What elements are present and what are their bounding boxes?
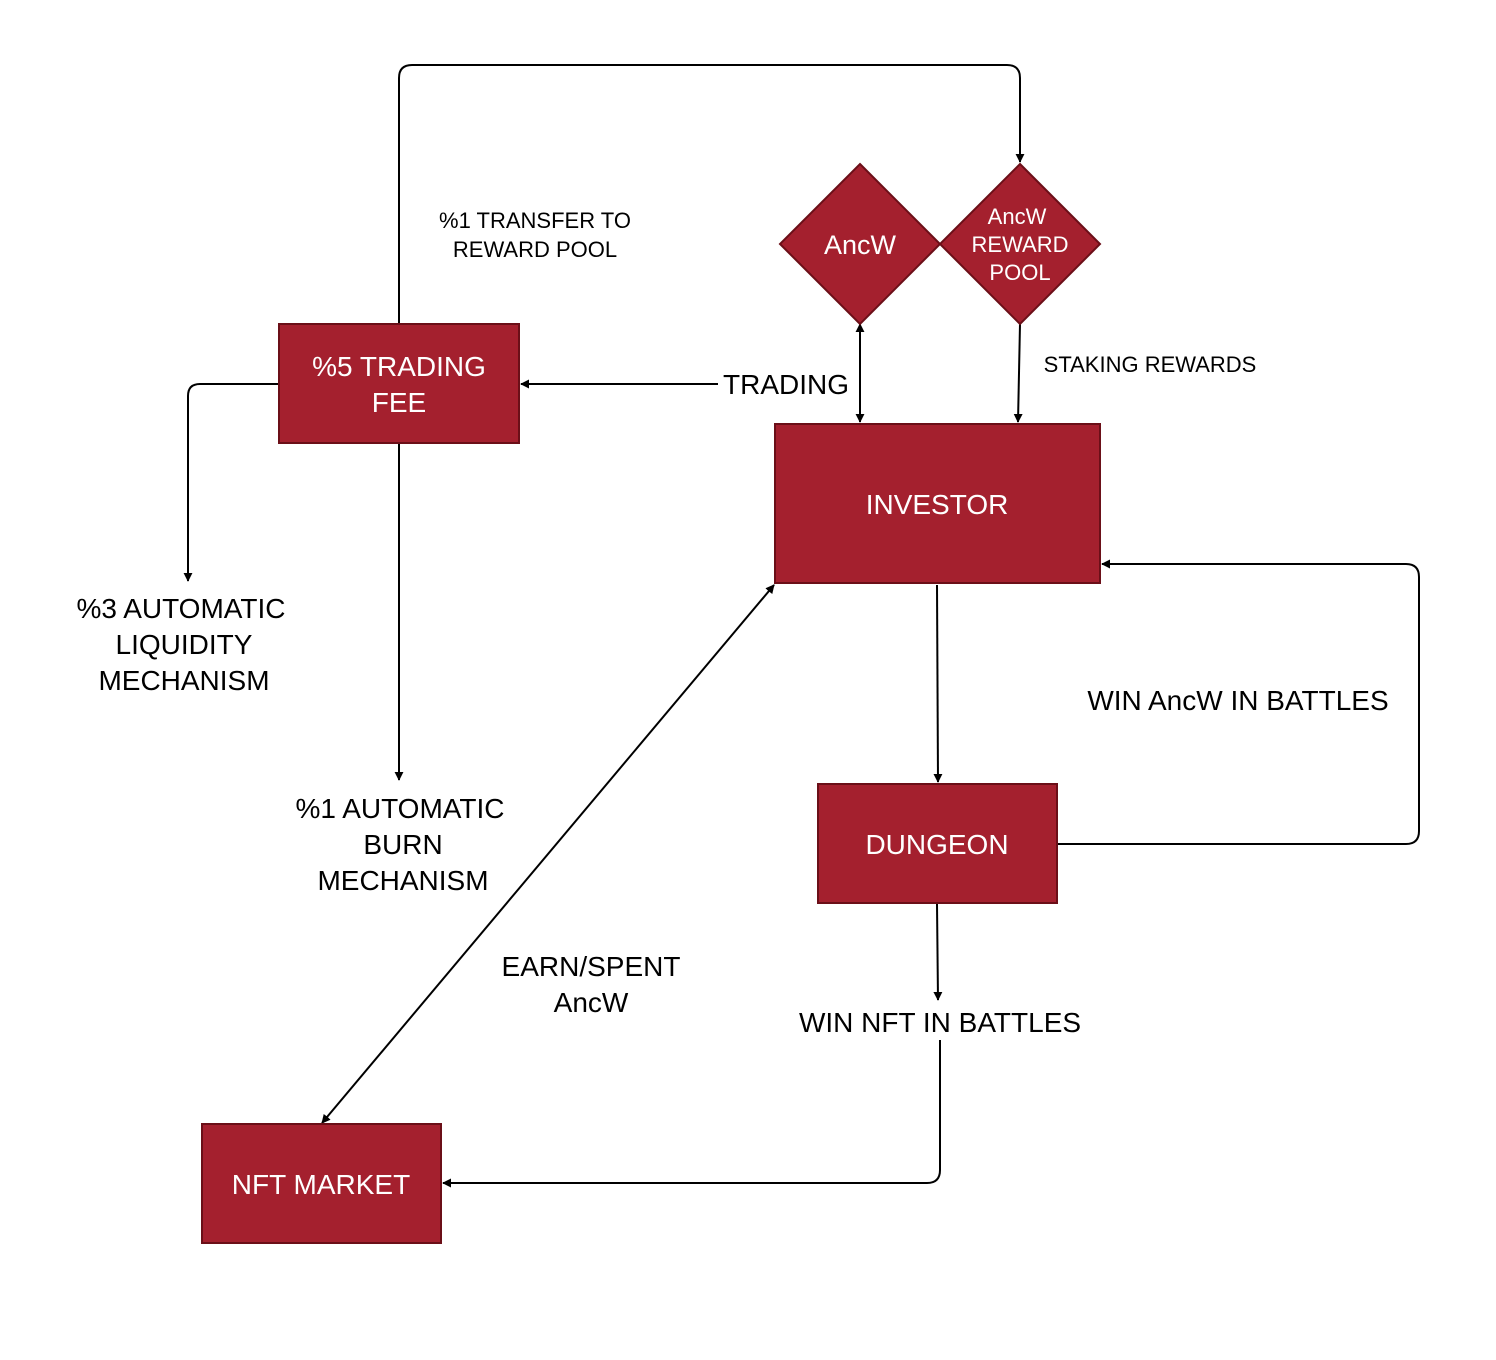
nft-market-label: NFT MARKET: [232, 1169, 410, 1200]
edge-dungeon-to-win-nft: [933, 903, 943, 1001]
trading-fee-label-line1: %5 TRADING: [312, 351, 486, 382]
edge-fee-to-reward-pool: [398, 64, 1025, 324]
node-reward-pool: AncW REWARD POOL: [938, 162, 1102, 326]
transfer-reward-line2: REWARD POOL: [453, 237, 617, 262]
transfer-reward-line1: %1 TRANSFER TO: [439, 208, 631, 233]
label-burn: %1 AUTOMATIC BURN MECHANISM: [295, 793, 504, 896]
liquidity-line2: LIQUIDITY: [116, 629, 253, 660]
trading-fee-label-line2: FEE: [372, 387, 426, 418]
trading-fee-box: [278, 323, 520, 444]
node-nft-market: NFT MARKET: [201, 1123, 442, 1244]
label-staking-rewards: STAKING REWARDS: [1044, 352, 1257, 377]
dungeon-box: [817, 783, 1058, 904]
reward-pool-label-line1: AncW: [988, 204, 1047, 229]
label-liquidity: %3 AUTOMATIC LIQUIDITY MECHANISM: [76, 593, 285, 696]
edge-win-nft-to-market: [442, 1040, 941, 1188]
label-transfer-reward: %1 TRANSFER TO REWARD POOL: [439, 208, 631, 262]
earn-spent-line1: EARN/SPENT: [502, 951, 681, 982]
investor-box: [774, 423, 1101, 584]
dungeon-label: DUNGEON: [865, 829, 1008, 860]
ancw-diamond: [778, 162, 942, 326]
earn-spent-line2: AncW: [554, 987, 629, 1018]
burn-line2: BURN: [363, 829, 442, 860]
label-win-ancw: WIN AncW IN BATTLES: [1087, 685, 1388, 716]
ancw-label: AncW: [824, 230, 897, 260]
reward-pool-diamond: [938, 162, 1102, 326]
nft-market-box: [201, 1123, 442, 1244]
liquidity-line1: %3 AUTOMATIC: [76, 593, 285, 624]
liquidity-line3: MECHANISM: [98, 665, 269, 696]
label-win-nft: WIN NFT IN BATTLES: [799, 1007, 1081, 1038]
investor-label: INVESTOR: [866, 489, 1009, 520]
label-earn-spent: EARN/SPENT AncW: [502, 951, 681, 1018]
node-trading-fee: %5 TRADING FEE: [278, 323, 520, 444]
edge-investor-to-dungeon: [933, 584, 943, 783]
burn-line1: %1 AUTOMATIC: [295, 793, 504, 824]
edge-investor-nft-market: [321, 584, 775, 1124]
node-investor: INVESTOR: [774, 423, 1101, 584]
reward-pool-label-line2: REWARD: [972, 232, 1069, 257]
edge-dungeon-to-investor: [1058, 559, 1420, 845]
node-ancw: AncW: [778, 162, 942, 326]
burn-line3: MECHANISM: [317, 865, 488, 896]
node-dungeon: DUNGEON: [817, 783, 1058, 904]
label-trading: TRADING: [723, 369, 849, 400]
edge-fee-to-liquidity: [183, 383, 279, 582]
reward-pool-label-line3: POOL: [989, 260, 1050, 285]
edge-reward-pool-to-investor: [1013, 323, 1023, 423]
